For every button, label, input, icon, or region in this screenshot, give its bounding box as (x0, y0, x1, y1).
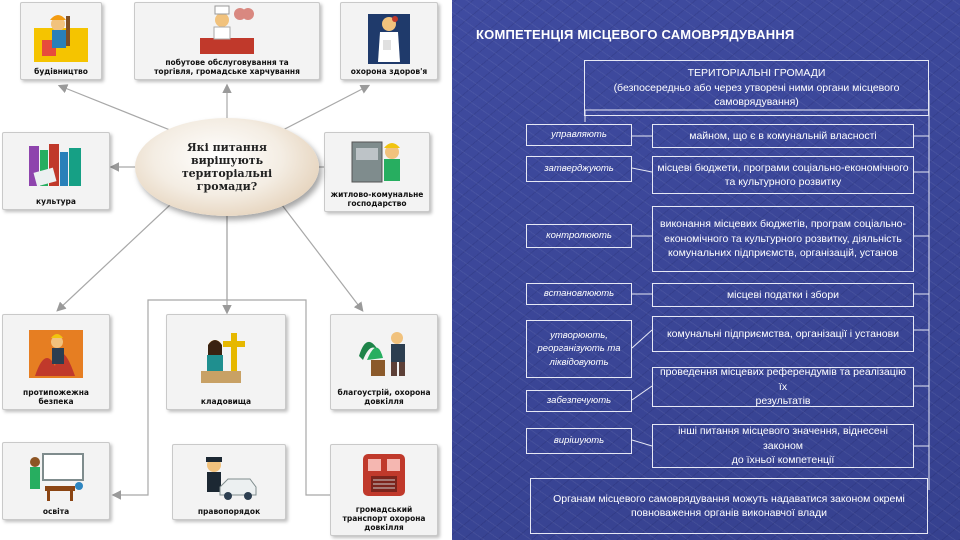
verb-ensure[interactable]: забезпечують (526, 390, 632, 412)
tile-label: благоустрій, охорона довкілля (337, 388, 431, 406)
tile-label: культура (36, 197, 76, 206)
verb-create-reorganize-liquidate[interactable]: утворюють, реорганізують та ліквідовують (526, 320, 632, 378)
connector-arrows (56, 83, 371, 500)
cemetery-cross-icon (201, 332, 245, 383)
police-car-icon (206, 456, 257, 500)
construction-worker-icon (34, 14, 88, 62)
verb-approve[interactable]: затверджують (526, 156, 632, 182)
chef-icon (200, 5, 254, 54)
verb-establish[interactable]: встановлюють (526, 283, 632, 305)
tile-label: побутове обслуговування та торгівля, гро… (154, 58, 300, 76)
object-property: майном, що є в комунальній власності (652, 124, 914, 148)
tile-label: житлово-комунальне господарство (330, 190, 424, 208)
object-taxes-fees: місцеві податки і збори (652, 283, 914, 307)
tile-housing-utilities[interactable]: житлово-комунальне господарство (324, 132, 430, 212)
connector-lines (584, 90, 930, 490)
tile-cemeteries[interactable]: кладовища (166, 314, 286, 410)
tile-landscaping-environment[interactable]: благоустрій, охорона довкілля (330, 314, 438, 410)
territorial-communities-text: ТЕРИТОРІАЛЬНІ ГРОМАДИ (безпосередньо або… (613, 67, 900, 109)
tile-healthcare[interactable]: охорона здоров'я (340, 2, 438, 80)
tile-label: громадський транспорт охорона довкілля (342, 505, 426, 532)
object-enterprises: комунальні підприємства, організації і у… (652, 316, 914, 352)
verb-manage[interactable]: управляють (526, 124, 632, 146)
footer-note-box: Органам місцевого самоврядування можуть … (530, 478, 928, 534)
central-question: Які питання вирішують територіальні гром… (135, 118, 319, 216)
verb-decide[interactable]: вирішують (526, 428, 632, 454)
page-title: КОМПЕТЕНЦІЯ МІСЦЕВОГО САМОВРЯДУВАННЯ (476, 27, 795, 42)
utility-worker-icon (351, 141, 400, 183)
object-budgets-programs: місцеві бюджети, програми соціально-екон… (652, 156, 914, 194)
classroom-icon (30, 452, 84, 501)
object-referendums: проведення місцевих референдумів та реал… (652, 366, 914, 407)
object-budget-execution: виконання місцевих бюджетів, програм соц… (652, 206, 914, 272)
central-question-text: Які питання вирішують територіальні гром… (181, 140, 273, 194)
right-panel-competence: КОМПЕТЕНЦІЯ МІСЦЕВОГО САМОВРЯДУВАННЯ ТЕР… (452, 0, 960, 540)
tile-fire-safety[interactable]: протипожежна безпека (2, 314, 110, 410)
left-panel-diagram: будівництво побутове обслуговування та т… (0, 0, 452, 540)
tile-label: освіта (42, 507, 70, 516)
tile-label: кладовища (200, 397, 252, 406)
tile-construction[interactable]: будівництво (20, 2, 102, 80)
tile-services-trade[interactable]: побутове обслуговування та торгівля, гро… (134, 2, 320, 80)
verb-control[interactable]: контролюють (526, 224, 632, 248)
books-icon (29, 143, 81, 186)
tile-label: охорона здоров'я (350, 67, 428, 76)
territorial-communities-box: ТЕРИТОРІАЛЬНІ ГРОМАДИ (безпосередньо або… (584, 60, 929, 116)
gardener-icon (359, 332, 405, 376)
tile-label: протипожежна безпека (23, 388, 89, 406)
footer-note-text: Органам місцевого самоврядування можуть … (553, 492, 905, 519)
tile-label: будівництво (34, 67, 88, 76)
object-other-local-matters: інші питання місцевого значення, віднесе… (652, 424, 914, 468)
tile-culture[interactable]: культура (2, 132, 110, 210)
tile-label: правопорядок (197, 507, 261, 516)
doctor-icon (368, 13, 410, 64)
tile-law-enforcement[interactable]: правопорядок (172, 444, 286, 520)
tram-icon (363, 453, 405, 496)
firefighter-icon (29, 330, 83, 378)
tile-public-transport[interactable]: громадський транспорт охорона довкілля (330, 444, 438, 536)
tile-education[interactable]: освіта (2, 442, 110, 520)
